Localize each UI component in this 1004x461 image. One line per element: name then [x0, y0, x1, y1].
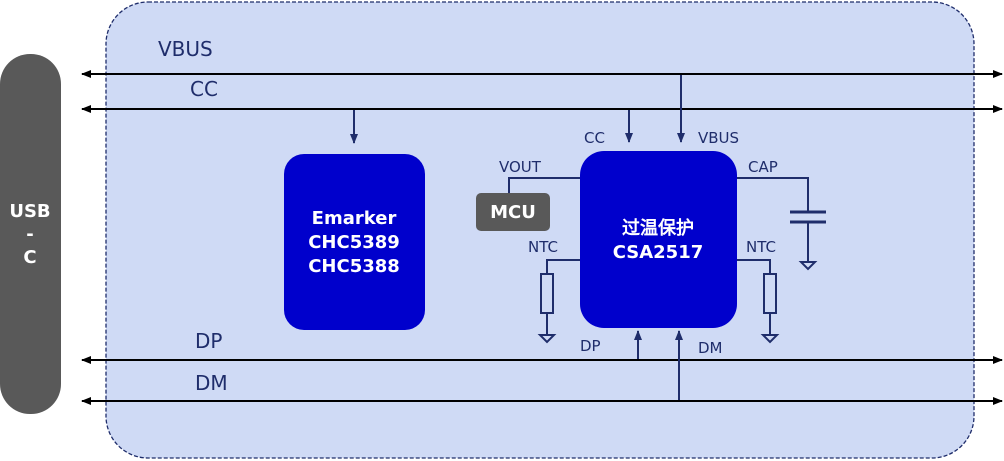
- pin-label-dm: DM: [698, 339, 723, 357]
- ntc-left-circuit: [537, 259, 580, 344]
- capacitor-circuit: [737, 177, 826, 271]
- emarker-line-3: CHC5388: [308, 256, 400, 277]
- connector-line-1: USB: [9, 201, 50, 222]
- protector-chip: 过温保护 CSA2517: [580, 151, 737, 328]
- connector-line-2: -: [26, 224, 33, 245]
- ground-icon: [537, 334, 557, 344]
- ground-icon: [760, 334, 780, 344]
- bus-label-vbus: VBUS: [158, 37, 213, 61]
- wire-vout-mcu: [508, 177, 580, 195]
- emarker-line-1: Emarker: [312, 208, 397, 229]
- usb-c-connector: USB - C: [0, 54, 61, 414]
- resistor-icon: [540, 273, 554, 314]
- mcu-block: MCU: [476, 193, 550, 231]
- ground-icon: [798, 261, 818, 271]
- bus-dp: DP: [81, 329, 1003, 364]
- protector-line-1: 过温保护: [622, 217, 694, 239]
- pin-label-ntc-right: NTC: [746, 238, 776, 256]
- emarker-chip: Emarker CHC5389 CHC5388: [284, 154, 425, 330]
- bus-label-cc: CC: [190, 77, 218, 101]
- pin-label-dp: DP: [580, 337, 601, 355]
- pin-label-cc: CC: [584, 129, 605, 147]
- connector-line-3: C: [23, 247, 36, 268]
- mcu-label: MCU: [490, 202, 536, 223]
- pin-label-ntc-left: NTC: [528, 238, 558, 256]
- pin-label-vbus: VBUS: [698, 129, 739, 147]
- pin-label-cap: CAP: [748, 158, 778, 176]
- bus-vbus: VBUS: [81, 37, 1003, 78]
- bus-cc: CC: [81, 77, 1003, 113]
- bus-dm: DM: [81, 371, 1003, 405]
- protector-line-2: CSA2517: [613, 242, 704, 263]
- bus-label-dp: DP: [195, 329, 222, 353]
- bus-label-dm: DM: [195, 371, 228, 395]
- emarker-line-2: CHC5389: [308, 232, 400, 253]
- ntc-right-circuit: [737, 259, 780, 344]
- pin-label-vout: VOUT: [499, 158, 542, 176]
- resistor-icon: [763, 273, 777, 314]
